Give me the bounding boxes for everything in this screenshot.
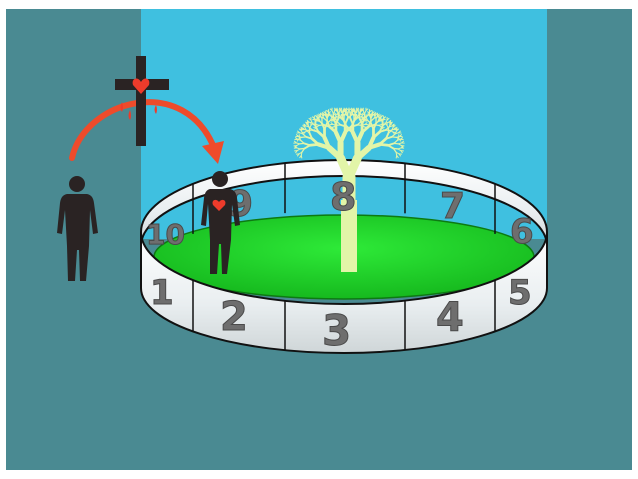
tree-branch: [396, 152, 397, 155]
tree-branch: [394, 143, 399, 144]
ring-number-2: 2: [220, 294, 248, 340]
tree-branch: [300, 148, 305, 149]
ring-number-10: 10: [146, 218, 185, 251]
tree-branch: [392, 137, 397, 138]
tree-branch: [380, 144, 388, 145]
ring-number-6: 6: [510, 212, 534, 252]
ring-number-4: 4: [436, 295, 464, 341]
ring-number-5: 5: [508, 273, 532, 313]
ring-number-1: 1: [150, 273, 174, 313]
ring-number-7: 7: [440, 186, 465, 227]
ring-number-8: 8: [330, 175, 356, 219]
ring-number-3: 3: [322, 306, 351, 355]
tree-branch: [396, 155, 397, 157]
